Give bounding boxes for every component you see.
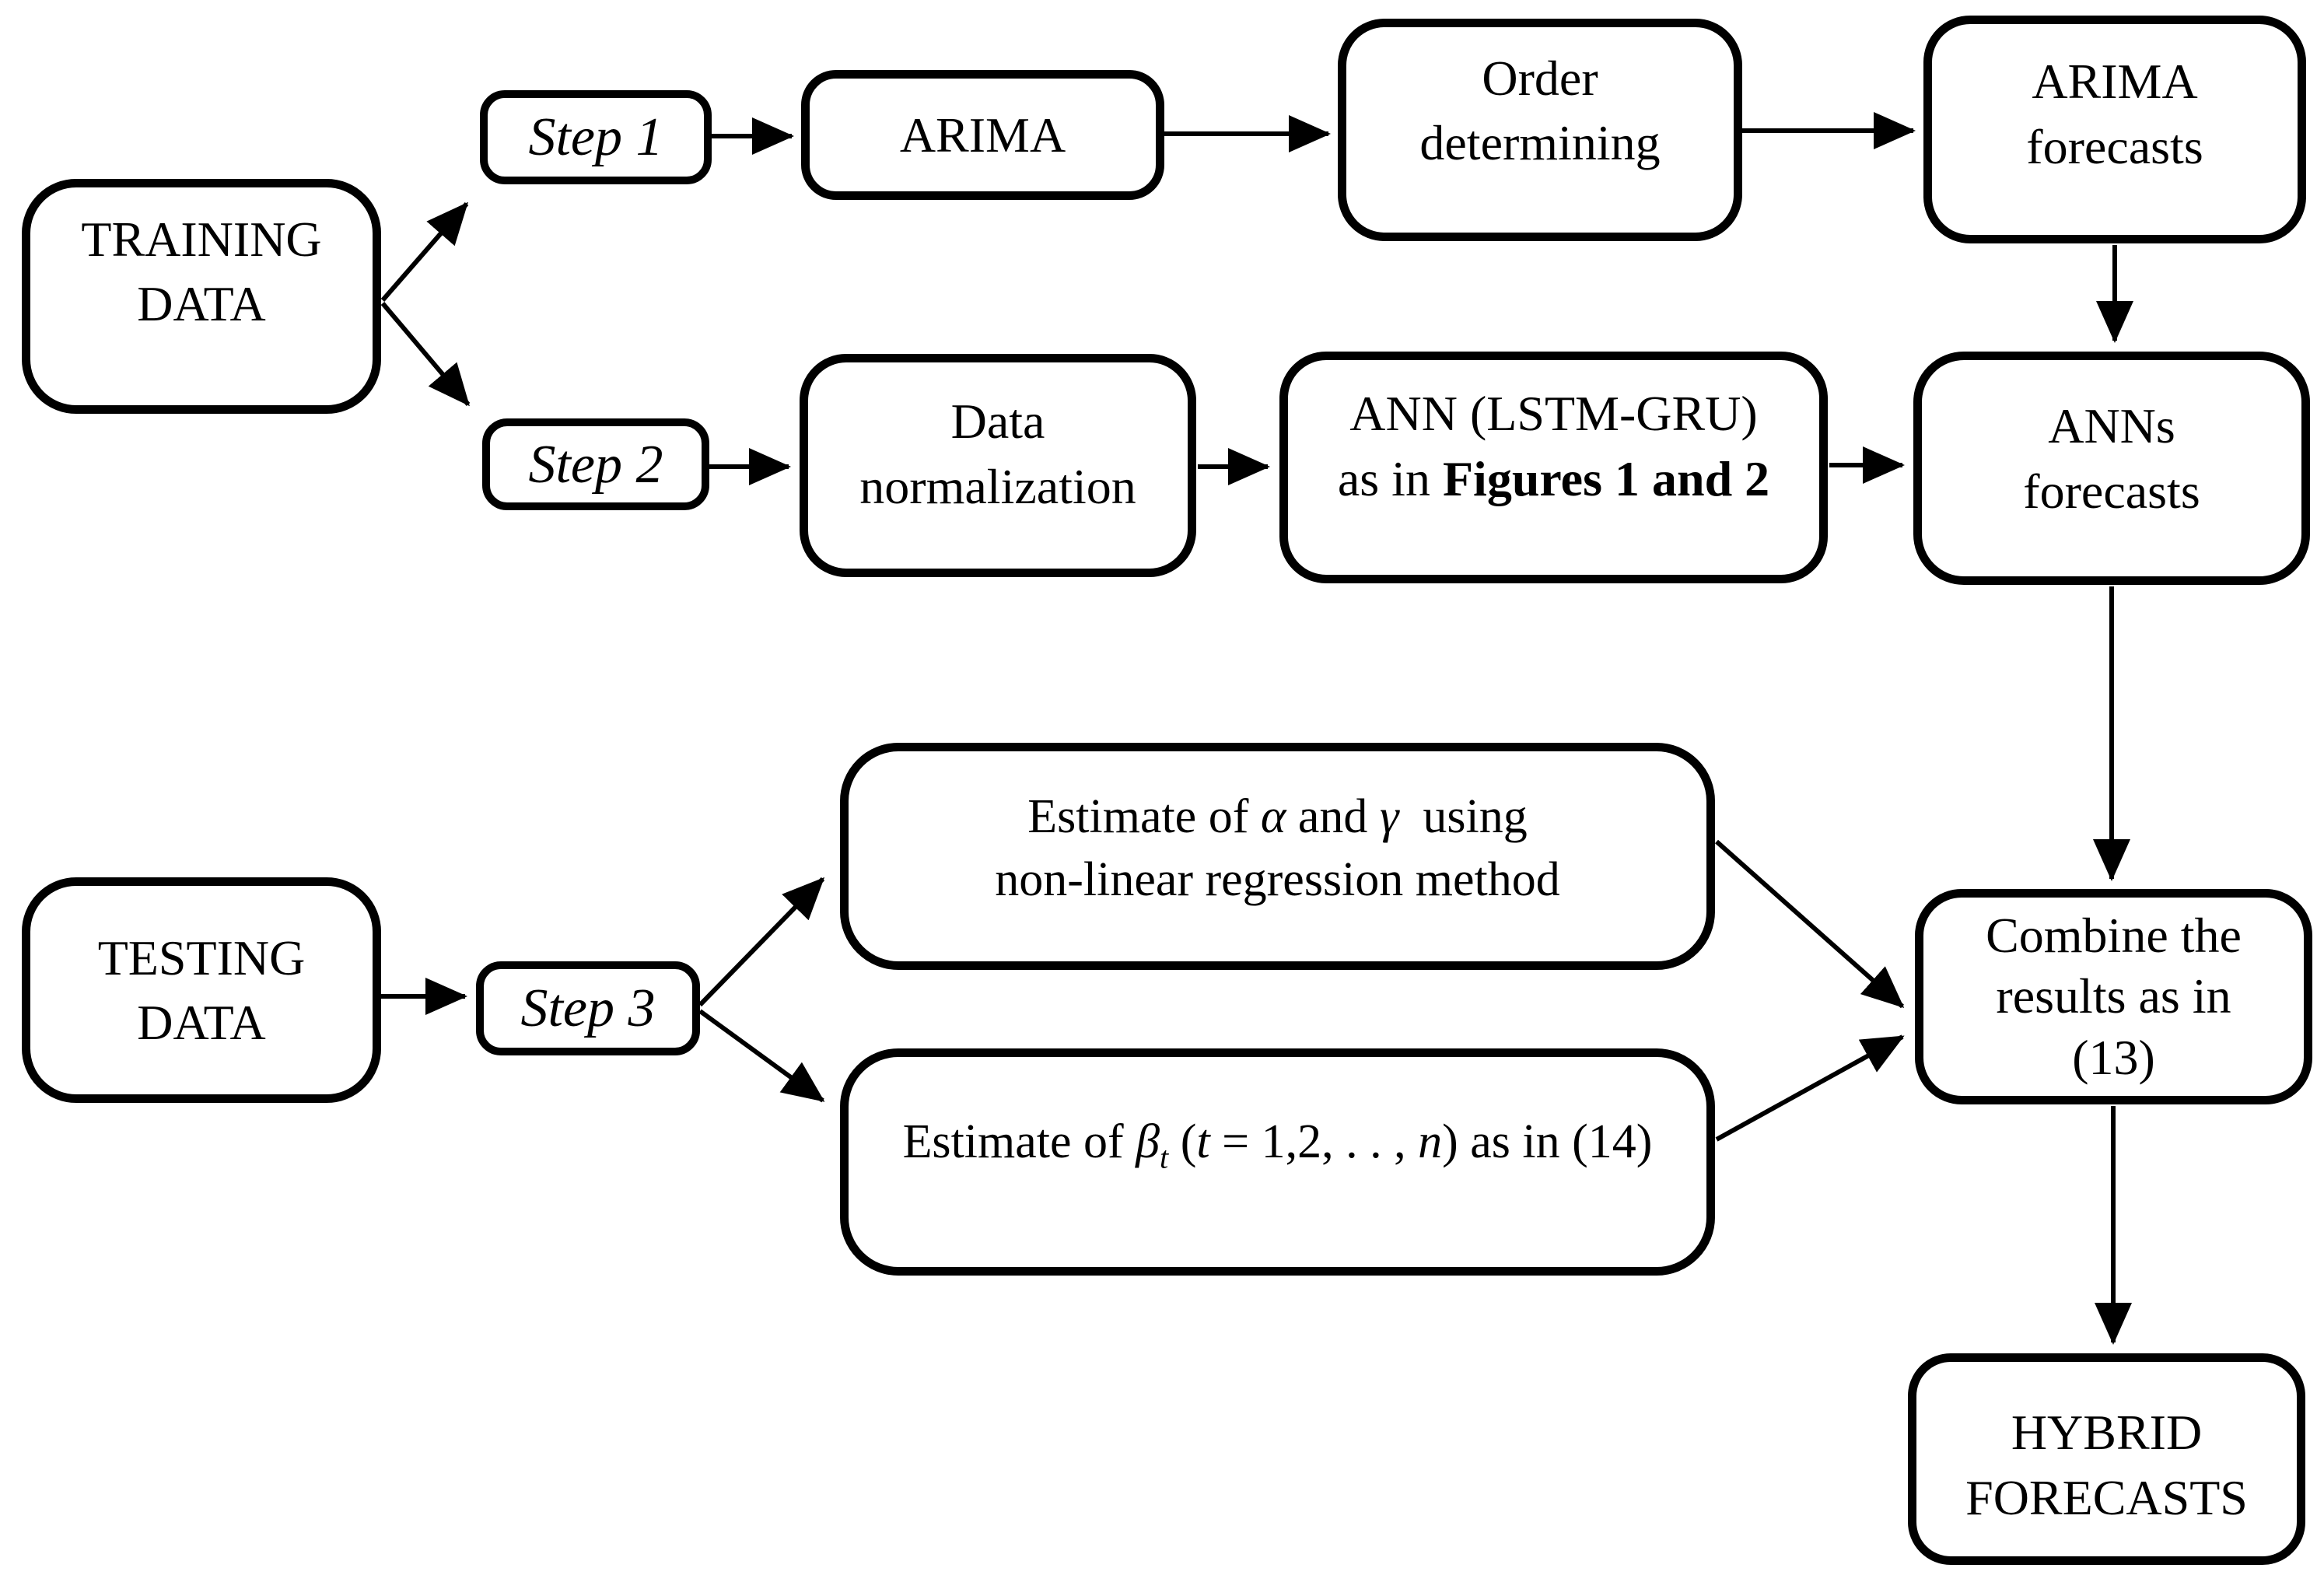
training-data-line2: DATA bbox=[137, 276, 266, 331]
t-variable: t bbox=[1196, 1115, 1210, 1169]
anns-forecasts-line1: ANNs bbox=[2048, 398, 2175, 454]
node-step3: Step 3 bbox=[476, 961, 700, 1055]
node-step2: Step 2 bbox=[482, 418, 709, 510]
arrow-step3-to-estimate-alpha-gamma bbox=[698, 877, 825, 1007]
alpha-gamma-seg3: using bbox=[1398, 790, 1528, 844]
estimate-alpha-gamma-line2: non-linear regression method bbox=[995, 853, 1560, 906]
arrow-estimate-alpha-gamma-to-combine bbox=[1715, 839, 1905, 1009]
alpha-symbol: α bbox=[1260, 790, 1286, 844]
step3-label: Step 3 bbox=[520, 978, 656, 1038]
ann-line2-figures-ref: Figures 1 and 2 bbox=[1442, 450, 1770, 506]
node-combine-results: Combine the results as in (13) bbox=[1915, 889, 2312, 1104]
order-determining-line2: determining bbox=[1419, 115, 1661, 170]
step2-label: Step 2 bbox=[528, 434, 663, 495]
arrow-training-to-step1 bbox=[380, 201, 469, 302]
testing-data-line1: TESTING bbox=[97, 929, 306, 985]
node-testing-data: TESTING DATA bbox=[22, 877, 381, 1103]
combine-line2: results as in bbox=[1996, 968, 2231, 1024]
data-normalization-line1: Data bbox=[950, 394, 1045, 450]
combine-line1: Combine the bbox=[1986, 908, 2242, 964]
node-ann-lstm-gru: ANN (LSTM-GRU) as in Figures 1 and 2 bbox=[1279, 352, 1828, 583]
node-order-determining: Order determining bbox=[1338, 19, 1742, 241]
alpha-gamma-seg2: and bbox=[1286, 790, 1380, 844]
anns-forecasts-line2: forecasts bbox=[2023, 463, 2200, 519]
ann-line2-prefix: as in bbox=[1337, 450, 1443, 506]
step1-label: Step 1 bbox=[528, 107, 663, 167]
testing-data-line2: DATA bbox=[137, 995, 266, 1050]
arima-forecasts-line2: forecasts bbox=[2026, 118, 2203, 174]
training-data-line1: TRAINING bbox=[81, 211, 322, 267]
arima-label: ARIMA bbox=[899, 107, 1066, 163]
beta-symbol: β bbox=[1136, 1115, 1160, 1169]
node-arima: ARIMA bbox=[801, 70, 1164, 200]
node-estimate-beta: Estimate of βt (t = 1,2, . . , n) as in … bbox=[840, 1048, 1715, 1276]
hybrid-forecasts-line2: FORECASTS bbox=[1965, 1469, 2248, 1525]
node-hybrid-forecasts: HYBRID FORECASTS bbox=[1908, 1353, 2305, 1565]
node-arima-forecasts: ARIMA forecasts bbox=[1923, 16, 2306, 243]
estimate-beta-line: Estimate of βt (t = 1,2, . . , n) as in … bbox=[903, 1111, 1653, 1178]
hybrid-forecasts-line1: HYBRID bbox=[2011, 1405, 2203, 1461]
beta-subscript: t bbox=[1160, 1139, 1169, 1175]
arima-forecasts-line1: ARIMA bbox=[2032, 54, 2198, 110]
n-variable: n bbox=[1418, 1115, 1443, 1169]
beta-seg3: = 1,2, . . , bbox=[1209, 1115, 1419, 1169]
arrow-estimate-beta-to-combine bbox=[1715, 1034, 1905, 1142]
alpha-gamma-seg1: Estimate of bbox=[1027, 790, 1261, 844]
beta-seg2: ( bbox=[1168, 1115, 1197, 1169]
beta-seg1: Estimate of bbox=[902, 1115, 1136, 1169]
ann-line2: as in Figures 1 and 2 bbox=[1338, 446, 1769, 511]
combine-line3: (13) bbox=[2072, 1029, 2155, 1085]
node-step1: Step 1 bbox=[480, 90, 712, 184]
node-training-data: TRAINING DATA bbox=[22, 179, 381, 414]
gamma-symbol: γ bbox=[1379, 790, 1399, 844]
arrow-step3-to-estimate-beta bbox=[698, 1009, 825, 1103]
arrow-training-to-step2 bbox=[380, 302, 471, 407]
beta-seg4: ) as in (14) bbox=[1442, 1115, 1653, 1169]
node-data-normalization: Data normalization bbox=[800, 354, 1196, 577]
order-determining-line1: Order bbox=[1482, 50, 1598, 106]
estimate-alpha-gamma-line1: Estimate of α and γ using bbox=[1027, 786, 1527, 849]
data-normalization-line2: normalization bbox=[859, 458, 1136, 514]
ann-line1: ANN (LSTM-GRU) bbox=[1349, 386, 1758, 442]
node-estimate-alpha-gamma: Estimate of α and γ using non-linear reg… bbox=[840, 743, 1715, 970]
node-anns-forecasts: ANNs forecasts bbox=[1913, 352, 2310, 585]
